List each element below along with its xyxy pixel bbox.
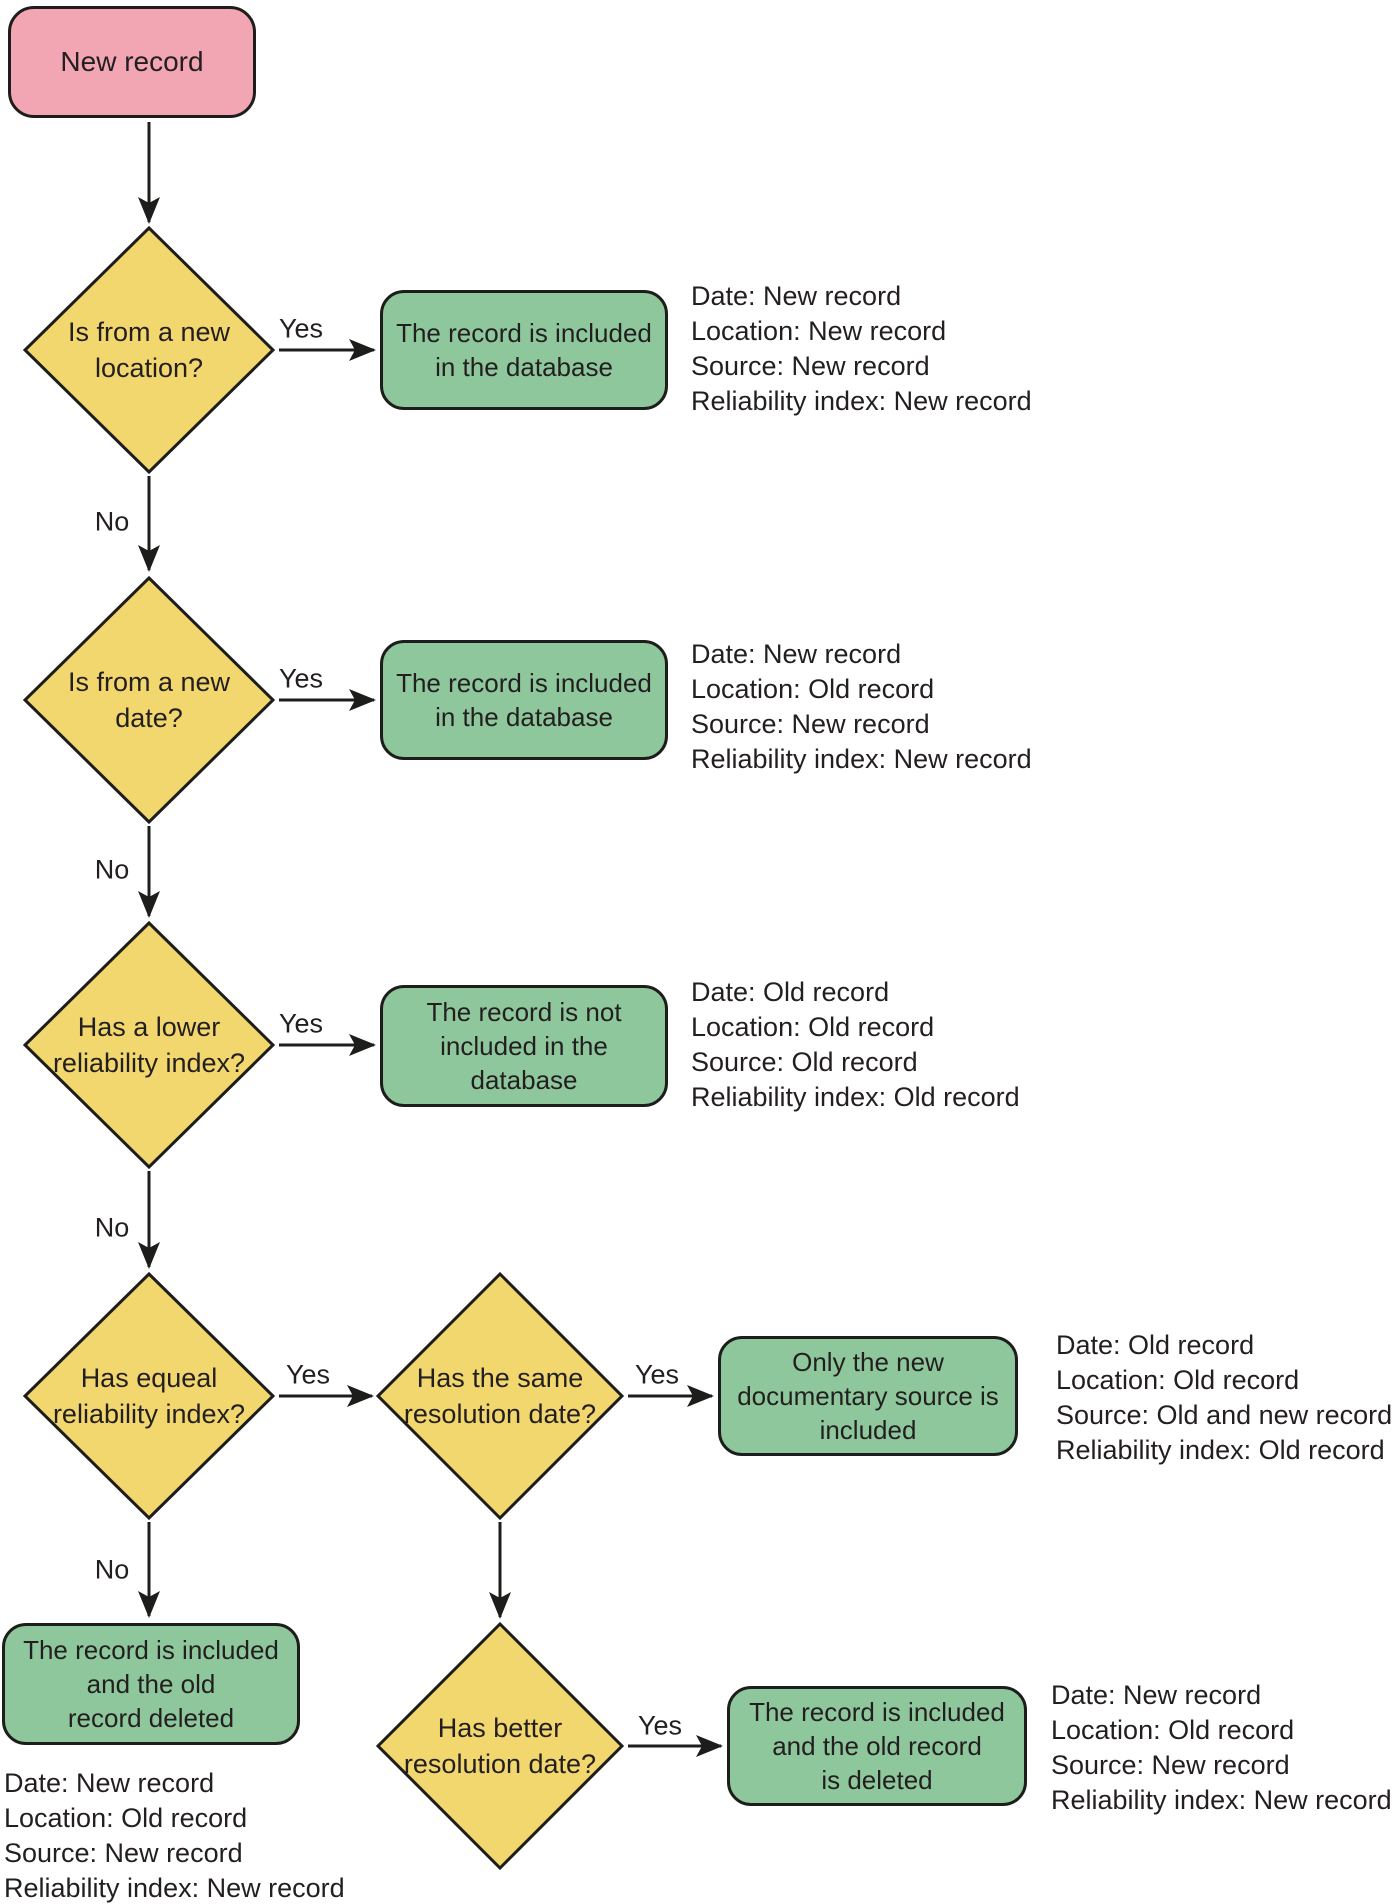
edge-label-no-3: No [94,1212,130,1243]
edge-label-yes-2: Yes [278,663,324,694]
edge-label-yes-4: Yes [285,1359,331,1390]
start-node: New record [8,6,256,118]
edge-label-yes-1: Yes [278,313,324,344]
outcome-only-new-source: Only the new documentary source is inclu… [718,1336,1018,1456]
decision-same-resolution-shape [375,1271,625,1521]
outcome-included-row2: The record is included in the database [380,640,668,760]
annotation-bottom-left: Date: New record Location: Old record So… [4,1768,345,1903]
edge-label-yes-6: Yes [637,1710,683,1741]
annotation-bottom-right: Date: New record Location: Old record So… [1051,1680,1392,1815]
edge-label-yes-5: Yes [634,1359,680,1390]
outcome-included-row1: The record is included in the database [380,290,668,410]
decision-new-date-shape [22,575,276,825]
annotation-row2: Date: New record Location: Old record So… [691,639,1032,774]
annotation-row3: Date: Old record Location: Old record So… [691,977,1020,1112]
edge-label-no-4: No [94,1554,130,1585]
annotation-row4: Date: Old record Location: Old record So… [1056,1330,1393,1465]
edge-label-yes-3: Yes [278,1008,324,1039]
edge-label-no-1: No [94,506,130,537]
decision-lower-reliability-shape [22,920,276,1170]
outcome-included-old-deleted-right: The record is included and the old recor… [727,1686,1027,1806]
outcome-included-old-deleted-left: The record is included and the old recor… [2,1623,300,1745]
decision-equal-reliability-shape [22,1271,276,1521]
outcome-not-included-row3: The record is not included in the databa… [380,985,668,1107]
edge-label-no-2: No [94,854,130,885]
decision-new-location-shape [22,225,276,475]
decision-better-resolution-shape [375,1621,625,1871]
annotation-row1: Date: New record Location: New record So… [691,281,1032,416]
start-node-label: New record [60,46,204,77]
